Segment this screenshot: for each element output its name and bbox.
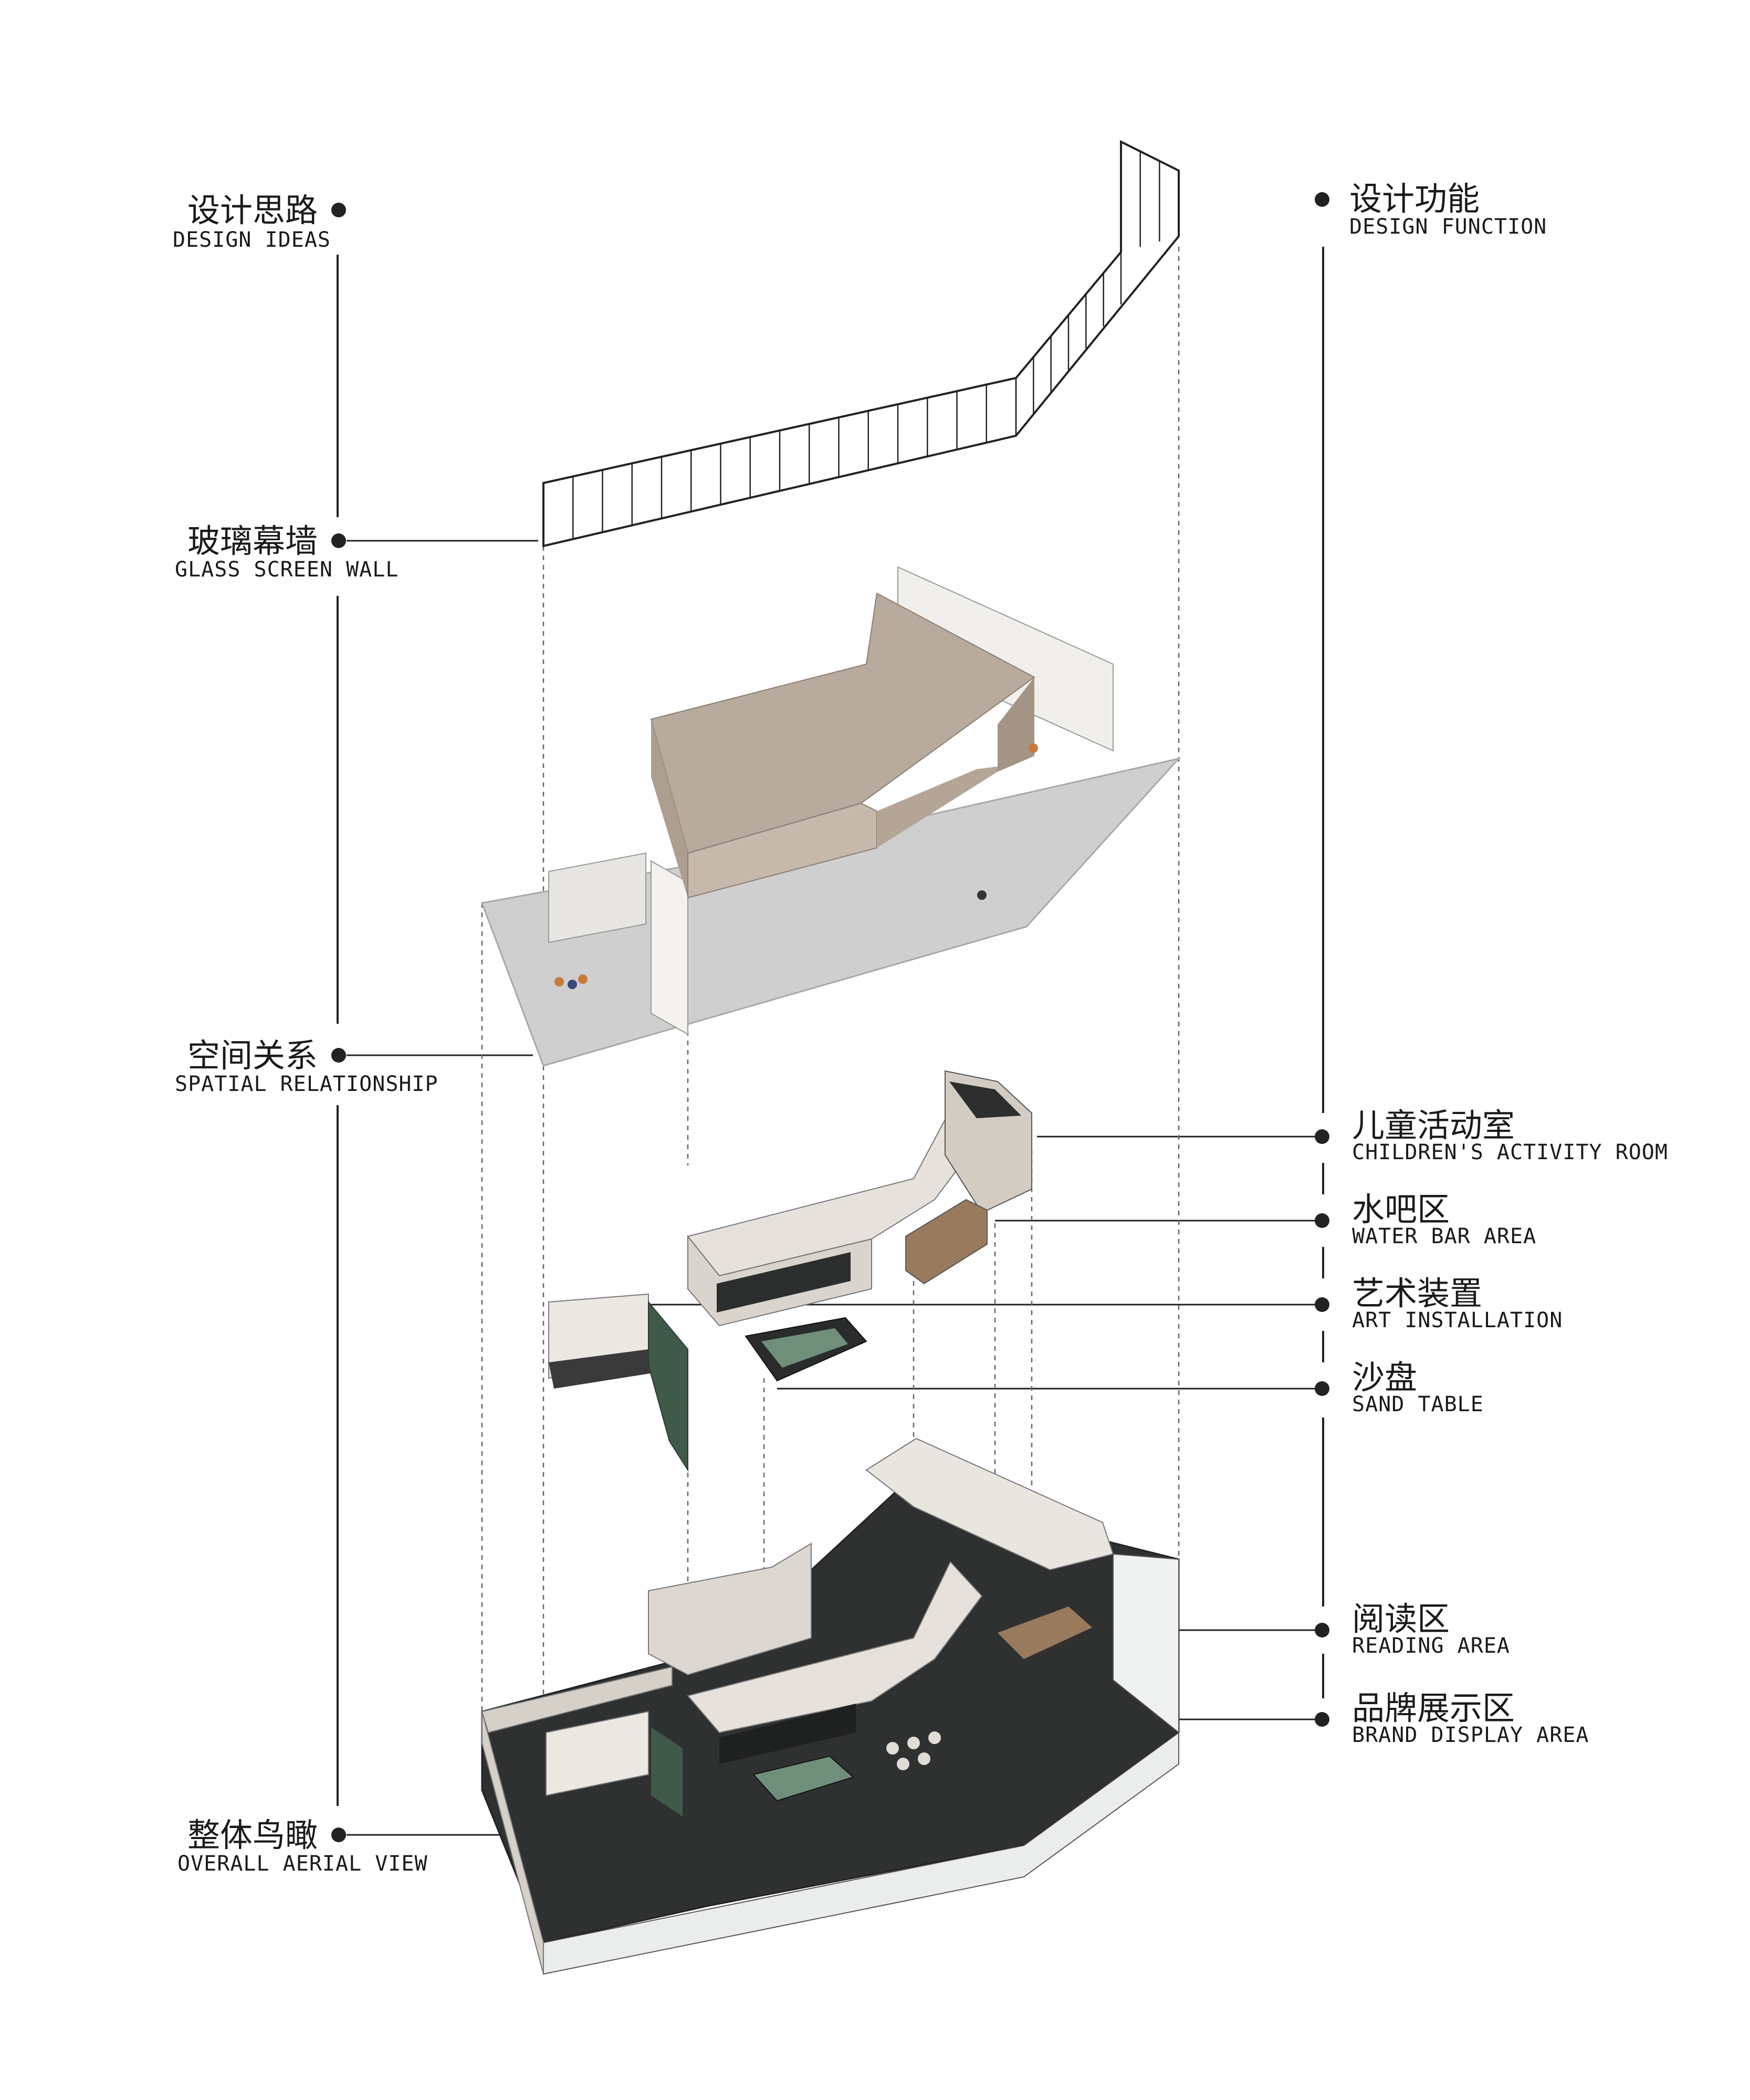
aerial-reading-lounge xyxy=(998,1606,1092,1659)
label-sand-table: 沙盘 SAND TABLE xyxy=(777,1358,1484,1416)
children-room-cn: 儿童活动室 xyxy=(1352,1106,1515,1144)
figure-icon xyxy=(578,974,588,984)
aerial-cn: 整体鸟瞰 xyxy=(187,1816,318,1854)
design-ideas-dot xyxy=(331,203,346,217)
aerial-sand-table xyxy=(752,1755,854,1802)
label-art-installation: 艺术装置 ART INSTALLATION xyxy=(648,1274,1563,1332)
label-design-function: 设计功能 DESIGN FUNCTION xyxy=(1315,180,1547,239)
sand-table-en: SAND TABLE xyxy=(1352,1392,1484,1416)
spatial-cn: 空间关系 xyxy=(187,1036,318,1075)
spatial-dot xyxy=(331,1048,346,1063)
aerial-bar-dark-panel xyxy=(719,1704,856,1764)
figure-icon xyxy=(554,977,564,986)
brand-display-dot xyxy=(1315,1712,1329,1727)
children-room-en: CHILDREN'S ACTIVITY ROOM xyxy=(1352,1140,1668,1164)
art-installation-en: ART INSTALLATION xyxy=(1352,1308,1563,1332)
overall-aerial-layer xyxy=(481,1437,1180,1975)
design-ideas-en: DESIGN IDEAS xyxy=(173,228,331,252)
design-function-dot xyxy=(1315,192,1329,207)
label-glass-screen-wall: 玻璃幕墙 GLASS SCREEN WALL xyxy=(175,522,538,582)
aerial-art-screen xyxy=(546,1710,649,1797)
figure-icon xyxy=(977,890,987,900)
water-bar-cn: 水吧区 xyxy=(1352,1190,1450,1228)
label-spatial-relationship: 空间关系 SPATIAL RELATIONSHIP xyxy=(175,1036,533,1096)
label-reading-area: 阅读区 READING AREA xyxy=(1163,1600,1510,1658)
water-bar-counter xyxy=(905,1199,988,1285)
aerial-green-panel xyxy=(651,1727,683,1816)
figure-icon xyxy=(568,980,577,989)
aerial-room-blocks xyxy=(648,1542,812,1676)
sand-table-cn: 沙盘 xyxy=(1352,1358,1417,1396)
spatial-relationship-layer xyxy=(480,566,1181,1067)
art-installation-cn: 艺术装置 xyxy=(1352,1274,1482,1312)
children-room-interior xyxy=(949,1082,1021,1118)
aerial-left-end-wall xyxy=(481,1711,544,1975)
design-ideas-cn: 设计思路 xyxy=(187,191,318,229)
label-design-ideas: 设计思路 DESIGN IDEAS xyxy=(173,191,346,252)
spatial-en: SPATIAL RELATIONSHIP xyxy=(175,1072,438,1096)
art-green-panel xyxy=(648,1300,688,1472)
bar-dark-panel xyxy=(717,1252,851,1312)
reading-area-en: READING AREA xyxy=(1352,1634,1510,1658)
glass-wall-dot xyxy=(331,533,346,548)
water-bar-en: WATER BAR AREA xyxy=(1352,1224,1536,1248)
aerial-bar-volume xyxy=(687,1561,983,1734)
reading-area-dot xyxy=(1315,1623,1329,1637)
aerial-dot xyxy=(331,1828,346,1842)
aerial-display-tables xyxy=(886,1731,941,1770)
taupe-volume-front xyxy=(651,719,688,898)
functional-components-layer xyxy=(548,1070,1032,1472)
divider-wall xyxy=(651,860,688,1035)
taupe-volume-end xyxy=(998,677,1034,772)
sand-table-dot xyxy=(1315,1381,1329,1396)
aerial-en: OVERALL AERIAL VIEW xyxy=(177,1852,428,1876)
label-overall-aerial-view: 整体鸟瞰 OVERALL AERIAL VIEW xyxy=(177,1816,504,1876)
glass-curtain-wall xyxy=(542,140,1180,548)
children-room-dot xyxy=(1315,1129,1329,1144)
taupe-volume-right xyxy=(877,766,998,848)
aerial-right-glass xyxy=(1113,1553,1179,1734)
brand-display-cn: 品牌展示区 xyxy=(1352,1689,1515,1727)
design-function-en: DESIGN FUNCTION xyxy=(1349,215,1547,239)
design-function-cn: 设计功能 xyxy=(1349,180,1480,218)
left-wall-panel xyxy=(548,852,646,943)
brand-display-en: BRAND DISPLAY AREA xyxy=(1352,1723,1589,1747)
sand-table-top xyxy=(761,1328,848,1368)
art-installation-base xyxy=(549,1349,654,1389)
water-bar-dot xyxy=(1315,1213,1329,1228)
reading-area-cn: 阅读区 xyxy=(1352,1600,1450,1638)
label-water-bar-area: 水吧区 WATER BAR AREA xyxy=(995,1190,1536,1248)
label-brand-display-area: 品牌展示区 BRAND DISPLAY AREA xyxy=(1026,1689,1589,1747)
glass-wall-cn: 玻璃幕墙 xyxy=(187,522,318,560)
art-installation-dot xyxy=(1315,1297,1329,1312)
glass-wall-en: GLASS SCREEN WALL xyxy=(175,558,399,582)
figure-icon xyxy=(1029,743,1038,753)
label-childrens-activity-room: 儿童活动室 CHILDREN'S ACTIVITY ROOM xyxy=(1037,1106,1668,1164)
